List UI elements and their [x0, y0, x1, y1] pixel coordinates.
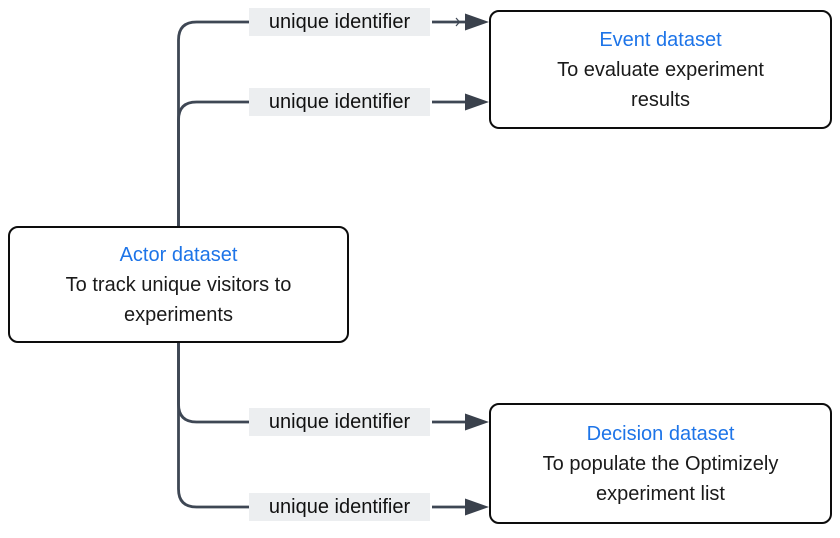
edge-label-unique-identifier-2: unique identifier	[249, 88, 430, 116]
node-actor-title: Actor dataset	[119, 243, 238, 266]
edge-line-actor-event-1	[177, 20, 251, 226]
edge-label-unique-identifier-4: unique identifier	[249, 493, 430, 521]
edge-label-unique-identifier-3: unique identifier	[249, 408, 430, 436]
node-event-title: Event dataset	[599, 28, 722, 51]
arrowhead-icon-4	[465, 498, 489, 516]
node-event-description: To evaluate experiment results	[557, 58, 764, 111]
node-decision-description: To populate the Optimizely experiment li…	[542, 452, 779, 505]
edge-label-unique-identifier-1: unique identifier	[249, 8, 430, 36]
node-decision-title: Decision dataset	[586, 422, 735, 445]
node-actor-description: To track unique visitors to experiments	[65, 273, 292, 326]
arrow-mid-tick	[455, 17, 461, 27]
node-event-dataset[interactable]: Event dataset To evaluate experiment res…	[489, 10, 832, 129]
edge-line-actor-event-2	[177, 100, 251, 226]
edge-line-actor-decision-1	[177, 343, 251, 424]
node-decision-dataset[interactable]: Decision dataset To populate the Optimiz…	[489, 403, 832, 524]
arrowhead-icon-1	[465, 13, 489, 31]
arrowhead-icon-3	[465, 413, 489, 431]
arrowhead-icon-2	[465, 93, 489, 111]
node-actor-dataset[interactable]: Actor dataset To track unique visitors t…	[8, 226, 349, 343]
edge-line-actor-decision-2	[177, 343, 251, 509]
